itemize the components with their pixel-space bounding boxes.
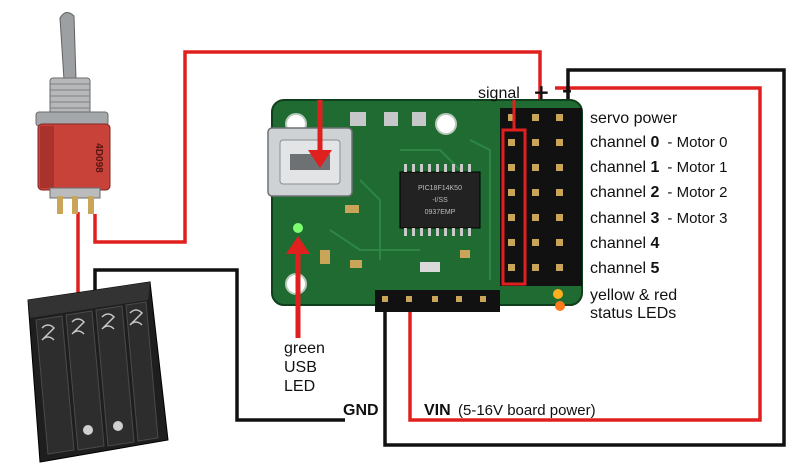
channel-prefix: channel bbox=[590, 234, 651, 252]
header-pin bbox=[556, 114, 563, 121]
battery-holder-icon bbox=[27, 281, 169, 463]
led-arrow-icon bbox=[286, 236, 310, 338]
minus-sign: – bbox=[562, 78, 572, 102]
channel-motor: - Motor 3 bbox=[667, 209, 728, 227]
channel-prefix: channel bbox=[590, 209, 651, 227]
status-leds-label-1: yellow & red bbox=[590, 287, 678, 304]
channel-row: channel 4 bbox=[590, 235, 659, 253]
header-pin bbox=[508, 164, 515, 171]
channel-prefix: channel bbox=[590, 134, 651, 151]
channel-row: channel 3 - Motor 3 bbox=[590, 210, 727, 228]
header-pin bbox=[556, 189, 563, 196]
header-pin bbox=[508, 239, 515, 246]
black-wires bbox=[93, 68, 786, 447]
chip-text-1: PIC18F14K50 bbox=[418, 185, 462, 192]
channel-prefix: channel bbox=[590, 260, 651, 277]
servo-power-label: servo power bbox=[590, 110, 678, 127]
header-pin bbox=[532, 189, 539, 196]
channel-row: channel 0 - Motor 0 bbox=[590, 134, 727, 152]
red-wire-vin bbox=[408, 86, 762, 422]
channel-number: 3 bbox=[650, 209, 660, 227]
black-wire-gnd bbox=[383, 68, 786, 447]
channel-number: 0 bbox=[650, 134, 660, 151]
header-pin bbox=[556, 214, 563, 221]
header-pin bbox=[508, 189, 515, 196]
channel-number: 2 bbox=[650, 184, 660, 202]
green-usb-led-label-3: LED bbox=[284, 378, 316, 395]
header-pin bbox=[532, 114, 539, 121]
header-pin bbox=[556, 264, 563, 271]
green-usb-led-label-2: USB bbox=[284, 359, 317, 376]
channel-row: channel 5 bbox=[590, 260, 659, 278]
channel-row: channel 2 - Motor 2 bbox=[590, 184, 727, 202]
usb-connector-icon bbox=[267, 127, 353, 197]
switch-label-text: 4D098 bbox=[93, 143, 104, 173]
channel-row: channel 1 - Motor 1 bbox=[590, 159, 727, 177]
channel-number: 4 bbox=[650, 234, 660, 252]
header-pin bbox=[508, 114, 515, 121]
chip-text-3: 0937EMP bbox=[425, 209, 456, 216]
header-pin bbox=[532, 214, 539, 221]
vin-note-label: (5-16V board power) bbox=[458, 402, 596, 419]
channel-number: 1 bbox=[650, 159, 660, 177]
channel-prefix: channel bbox=[590, 159, 651, 177]
green-usb-led-label-1: green bbox=[284, 340, 325, 357]
header-pin bbox=[508, 214, 515, 221]
chip-text-2: -I/SS bbox=[432, 197, 448, 204]
header-pin bbox=[532, 239, 539, 246]
header-pin bbox=[556, 164, 563, 171]
vin-label: VIN bbox=[424, 402, 451, 419]
header-pin bbox=[532, 139, 539, 146]
toggle-switch-icon: 4D098 bbox=[35, 12, 111, 214]
header-pin bbox=[508, 139, 515, 146]
header-pin bbox=[532, 164, 539, 171]
channel-motor: - Motor 0 bbox=[667, 134, 728, 151]
header-pin bbox=[556, 139, 563, 146]
plus-sign: + bbox=[533, 80, 550, 104]
header-pin bbox=[556, 239, 563, 246]
usb-arrow-icon bbox=[308, 100, 332, 168]
channel-prefix: channel bbox=[590, 184, 651, 202]
header-pin bbox=[532, 264, 539, 271]
signal-label: signal bbox=[478, 85, 520, 102]
red-wire-switch-to-servo-power bbox=[93, 50, 542, 244]
status-leds-label-2: status LEDs bbox=[590, 305, 677, 322]
channel-motor: - Motor 1 bbox=[667, 159, 728, 177]
red-wires bbox=[76, 50, 762, 422]
gnd-label: GND bbox=[343, 402, 379, 419]
servo-controller-board-icon: PIC18F14K50 -I/SS 0937EMP bbox=[267, 99, 583, 312]
channel-number: 5 bbox=[650, 260, 660, 277]
black-wire-battery-to-gnd bbox=[93, 268, 345, 422]
header-pin bbox=[508, 264, 515, 271]
channel-motor: - Motor 2 bbox=[667, 184, 728, 202]
